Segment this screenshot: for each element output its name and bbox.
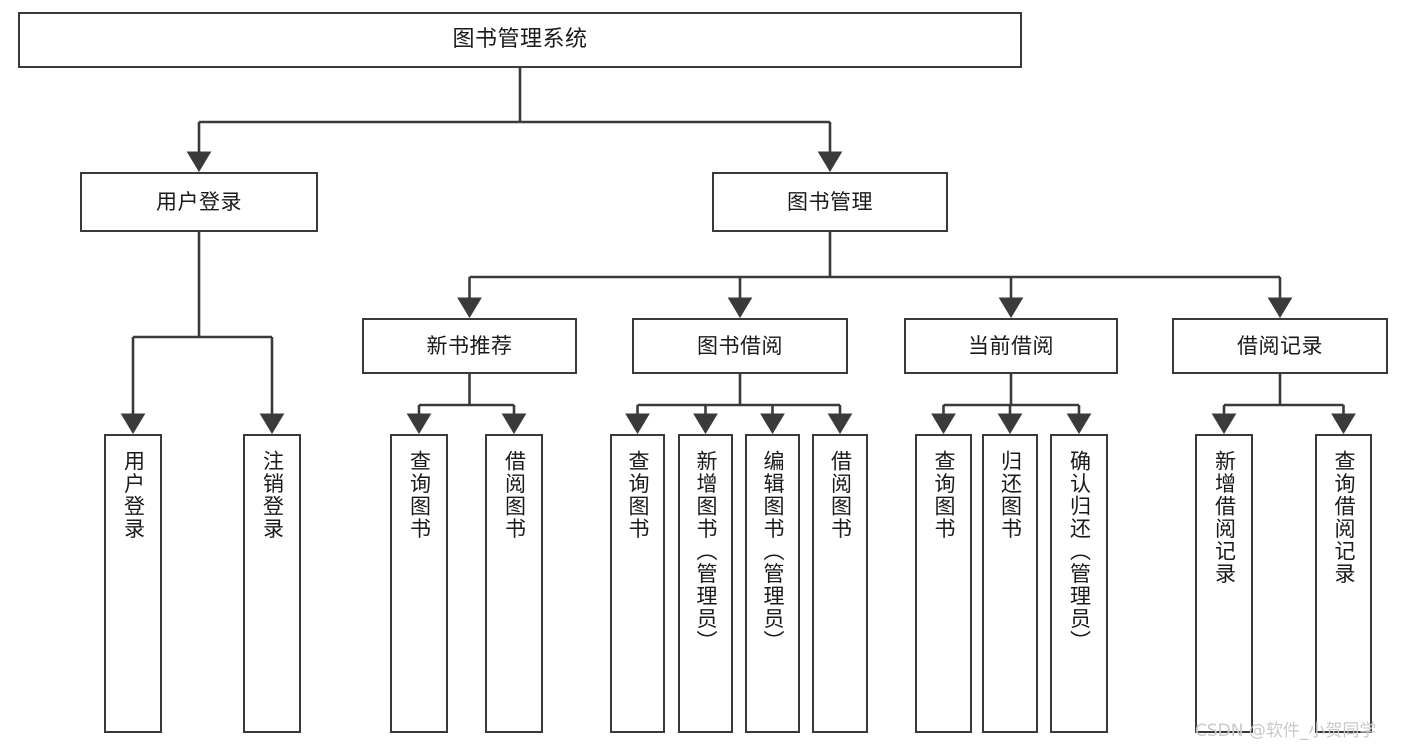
node-leaf-borrow-book-2[interactable]: 借阅图书 <box>812 434 868 733</box>
node-label: 新书推荐 <box>426 333 513 358</box>
node-leaf-add-record[interactable]: 新增借阅记录 <box>1195 434 1253 733</box>
node-label: 查询图书 <box>932 450 957 540</box>
node-label: 借阅图书 <box>828 450 853 540</box>
node-label: 确认归还（管理员） <box>1067 450 1092 653</box>
node-label: 注销登录 <box>260 450 285 540</box>
node-label: 图书管理 <box>787 189 873 214</box>
node-book-manage[interactable]: 图书管理 <box>712 172 948 232</box>
node-label: 查询借阅记录 <box>1332 450 1357 585</box>
node-label: 编辑图书（管理员） <box>761 450 786 653</box>
node-label: 归还图书 <box>998 450 1023 540</box>
node-label: 用户登录 <box>156 189 242 214</box>
node-label: 借阅记录 <box>1237 333 1323 358</box>
node-label: 新增图书（管理员） <box>694 450 719 653</box>
node-label: 图书管理系统 <box>452 27 588 53</box>
node-leaf-edit-book[interactable]: 编辑图书（管理员） <box>745 434 800 733</box>
node-book-borrow[interactable]: 图书借阅 <box>632 318 848 374</box>
node-leaf-query-book-3[interactable]: 查询图书 <box>915 434 972 733</box>
node-leaf-borrow-book-1[interactable]: 借阅图书 <box>485 434 543 733</box>
node-leaf-logout[interactable]: 注销登录 <box>243 434 301 733</box>
node-label: 新增借阅记录 <box>1212 450 1237 585</box>
node-label: 用户登录 <box>121 450 146 540</box>
csdn-watermark: CSDN @软件_小贺同学 <box>1195 721 1377 741</box>
node-leaf-user-login[interactable]: 用户登录 <box>104 434 162 733</box>
node-current-borrow[interactable]: 当前借阅 <box>904 318 1118 374</box>
node-label: 图书借阅 <box>697 333 783 358</box>
node-leaf-query-book-2[interactable]: 查询图书 <box>610 434 665 733</box>
node-leaf-confirm-return[interactable]: 确认归还（管理员） <box>1050 434 1108 733</box>
node-root[interactable]: 图书管理系统 <box>18 12 1022 68</box>
node-label: 查询图书 <box>407 450 432 540</box>
node-borrow-record[interactable]: 借阅记录 <box>1172 318 1388 374</box>
node-leaf-query-record[interactable]: 查询借阅记录 <box>1315 434 1372 733</box>
node-leaf-query-book-1[interactable]: 查询图书 <box>390 434 448 733</box>
node-label: 借阅图书 <box>502 450 527 540</box>
node-leaf-return-book[interactable]: 归还图书 <box>982 434 1038 733</box>
node-label: 当前借阅 <box>968 333 1054 358</box>
node-leaf-add-book[interactable]: 新增图书（管理员） <box>678 434 733 733</box>
node-label: 查询图书 <box>626 450 651 540</box>
node-new-book-rec[interactable]: 新书推荐 <box>362 318 577 374</box>
node-user-login[interactable]: 用户登录 <box>80 172 318 232</box>
